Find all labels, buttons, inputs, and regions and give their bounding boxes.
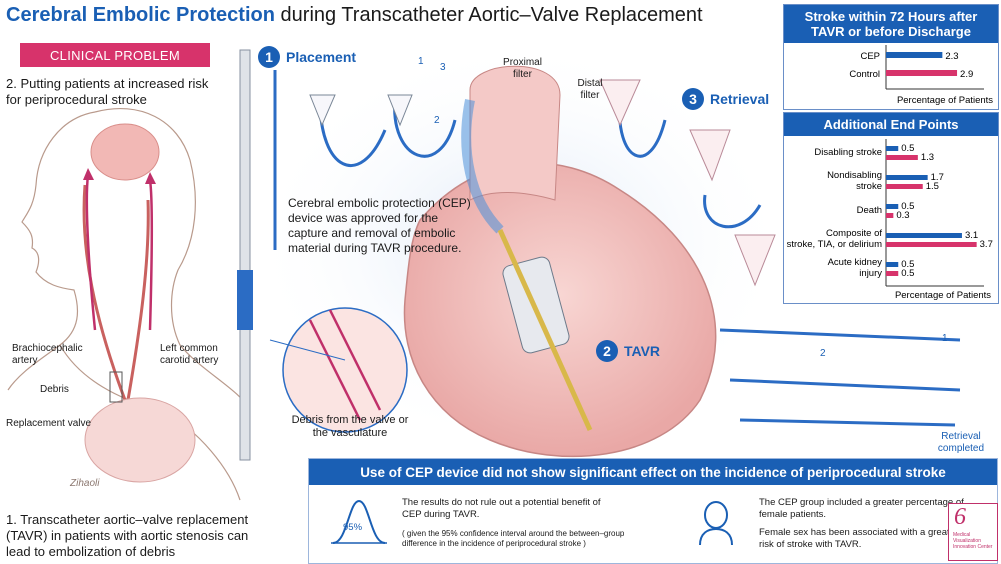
right-text-2: Female sex has been associated with a gr…: [759, 527, 959, 550]
data-label: 0.5: [901, 268, 914, 279]
distal-filter-label: Distal filter: [577, 78, 603, 101]
step3-circle: 3: [682, 88, 704, 110]
right-text-1: The CEP group included a greater percent…: [759, 497, 964, 520]
x-axis-label: Percentage of Patients: [897, 95, 993, 106]
artist-signature: Zihaoli: [70, 478, 100, 489]
bar: [886, 213, 894, 218]
step2-circle: 2: [596, 340, 618, 362]
seq-b: 3: [440, 62, 446, 73]
clinical-problem-badge: CLINICAL PROBLEM: [20, 43, 210, 67]
data-label: 2.9: [960, 69, 973, 80]
bar-label: Nondisabling: [827, 170, 882, 181]
bar: [886, 271, 899, 276]
label-left-carotid: Left common carotid artery: [160, 343, 219, 366]
step1-circle: 1: [258, 46, 280, 68]
cep-description: Cerebral embolic protection (CEP) device…: [288, 196, 471, 255]
left-main-text: The results do not rule out a potential …: [402, 497, 601, 520]
step1-label: Placement: [286, 49, 357, 65]
ci-label: 95%: [343, 522, 363, 533]
data-label: 0.5: [901, 201, 914, 212]
data-label: 0.3: [896, 210, 909, 221]
bar-label: Disabling stroke: [814, 147, 882, 158]
stroke-panel: Stroke within 72 Hours after TAVR or bef…: [783, 4, 999, 110]
retrieval-catheters: [618, 99, 961, 427]
bell-curve-icon: [331, 499, 387, 544]
bar: [886, 262, 899, 267]
debris-description: Debris from the valve or the vasculature: [291, 414, 409, 439]
page-title: Cerebral Embolic Protection during Trans…: [6, 4, 703, 27]
bar-label: Composite of: [826, 228, 882, 239]
step3-label: Retrieval: [710, 91, 770, 107]
bar-label: Death: [857, 205, 882, 216]
clinical-point-1: 1. Transcatheter aortic–valve replacemen…: [6, 512, 249, 559]
bar-label: CEP: [860, 51, 880, 62]
endpoints-panel: Additional End Points Disabling stroke 0.…: [783, 112, 999, 304]
stroke-panel-title: Stroke within 72 Hours after TAVR or bef…: [784, 5, 998, 43]
data-label: 2.3: [945, 51, 958, 62]
x-axis-label: Percentage of Patients: [895, 290, 991, 301]
data-label: 1.3: [921, 152, 934, 163]
bar-label: injury: [859, 268, 882, 279]
step2-label: TAVR: [624, 343, 661, 359]
endpoints-panel-title: Additional End Points: [784, 113, 998, 136]
title-rest: during Transcatheter Aortic–Valve Replac…: [280, 4, 703, 26]
female-patient-icon: [699, 501, 733, 546]
seq-d: 1: [942, 333, 948, 344]
logo-number: 6: [954, 504, 966, 530]
data-label: 1.7: [931, 172, 944, 183]
seq-a: 1: [418, 56, 424, 67]
logo: 6 Medical Visualization Innovation Cente…: [948, 503, 998, 561]
label-brachiocephalic: Brachiocephalic artery: [12, 343, 83, 366]
seq-c: 2: [434, 115, 440, 126]
bar-label: Acute kidney: [828, 257, 883, 268]
retrieval-completed-label: Retrieval completed: [937, 431, 985, 454]
data-label: 0.5: [901, 259, 914, 270]
proximal-filter-label: Proximal filter: [503, 57, 542, 80]
bar: [886, 146, 899, 151]
clinical-point-2: 2. Putting patients at increased risk fo…: [6, 76, 209, 107]
left-note-text: ( given the 95% confidence interval arou…: [402, 529, 625, 548]
bar: [886, 233, 962, 238]
bar: [886, 204, 899, 209]
bar-label: Control: [849, 69, 880, 80]
bar-label: stroke: [856, 181, 882, 192]
data-label: 3.1: [965, 230, 978, 241]
bar: [886, 242, 977, 247]
seq-e: 2: [820, 348, 826, 359]
label-debris: Debris: [40, 384, 69, 395]
data-label: 3.7: [980, 239, 993, 250]
label-replacement-valve: Replacement valve: [6, 418, 92, 429]
data-label: 0.5: [901, 143, 914, 154]
bar: [886, 155, 918, 160]
brain: [90, 123, 160, 181]
data-label: 1.5: [926, 181, 939, 192]
bar: [886, 175, 928, 180]
bar: [886, 52, 943, 58]
title-highlight: Cerebral Embolic Protection: [6, 4, 275, 26]
bar: [886, 184, 923, 189]
conclusion-panel: Use of CEP device did not show significa…: [308, 458, 998, 564]
bar-label: stroke, TIA, or delirium: [787, 239, 882, 250]
bar: [886, 70, 958, 76]
conclusion-headline: Use of CEP device did not show significa…: [309, 459, 997, 485]
logo-text: Medical Visualization Innovation Center: [953, 532, 993, 550]
